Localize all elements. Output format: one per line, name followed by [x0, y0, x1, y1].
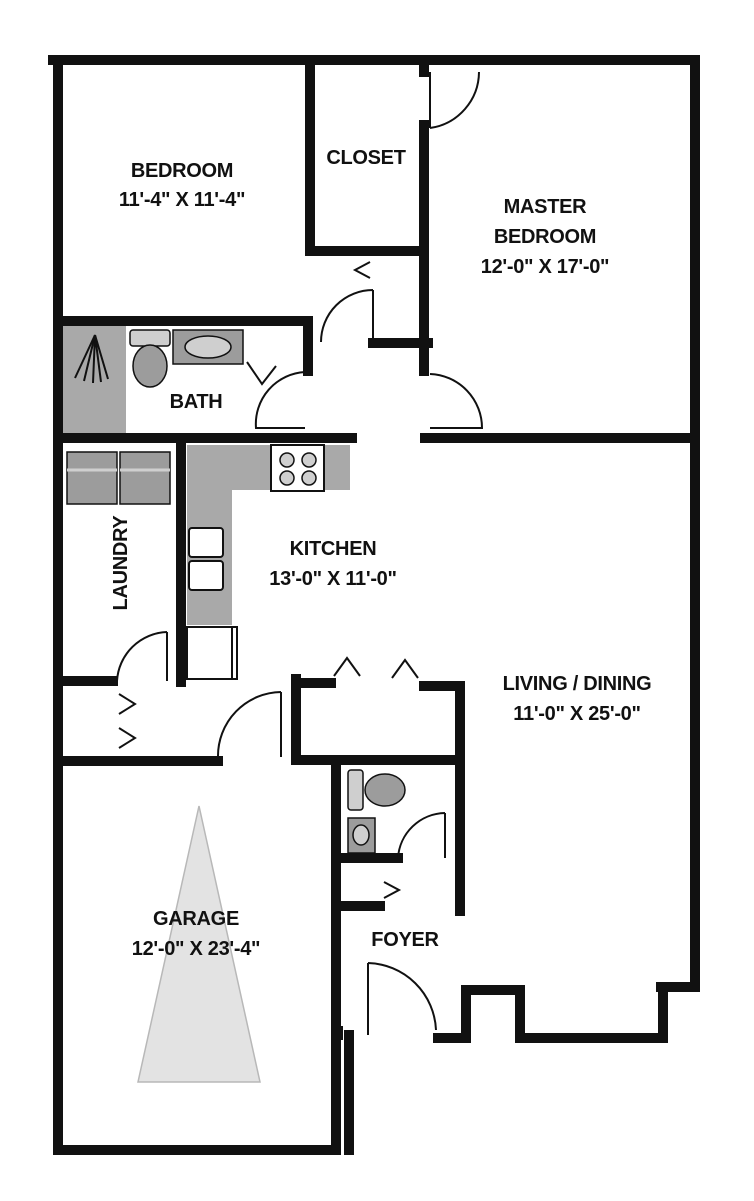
doors: [116, 71, 484, 1040]
half-bath-toilet-icon: [347, 769, 406, 811]
master-bedroom-label-line2: BEDROOM: [494, 226, 596, 248]
living-dining-label: LIVING / DINING: [503, 673, 652, 695]
garage-size: 12'-0" X 23'-4": [132, 938, 261, 960]
laundry-label: LAUNDRY: [110, 515, 132, 611]
half-bath-sink-icon: [347, 817, 376, 854]
toilet-icon: [129, 329, 171, 388]
kitchen-size: 13'-0" X 11'-0": [269, 568, 396, 590]
master-bedroom-label-line1: MASTER: [504, 196, 588, 218]
bath-label: BATH: [170, 391, 223, 413]
shower-head-icon: [74, 334, 109, 384]
bedroom-size: 11'-4" X 11'-4": [119, 189, 245, 211]
room-labels: BEDROOM 11'-4" X 11'-4" CLOSET MASTER BE…: [110, 147, 652, 960]
garage-label: GARAGE: [153, 908, 239, 930]
washer-dryer-icon: [66, 451, 171, 505]
kitchen-sink-icon: [188, 527, 224, 591]
kitchen-label: KITCHEN: [290, 538, 377, 560]
bedroom-label: BEDROOM: [131, 160, 233, 182]
living-dining-size: 11'-0" X 25'-0": [513, 703, 640, 725]
garage-triangle: [137, 805, 261, 1083]
master-bedroom-size: 12'-0" X 17'-0": [481, 256, 610, 278]
walls: [48, 55, 700, 1155]
closet-label: CLOSET: [326, 147, 405, 169]
refrigerator-icon: [186, 626, 238, 680]
stove-icon: [270, 444, 325, 492]
foyer-label: FOYER: [371, 929, 439, 951]
fixtures: [63, 325, 406, 1083]
sink-icon: [172, 329, 244, 365]
